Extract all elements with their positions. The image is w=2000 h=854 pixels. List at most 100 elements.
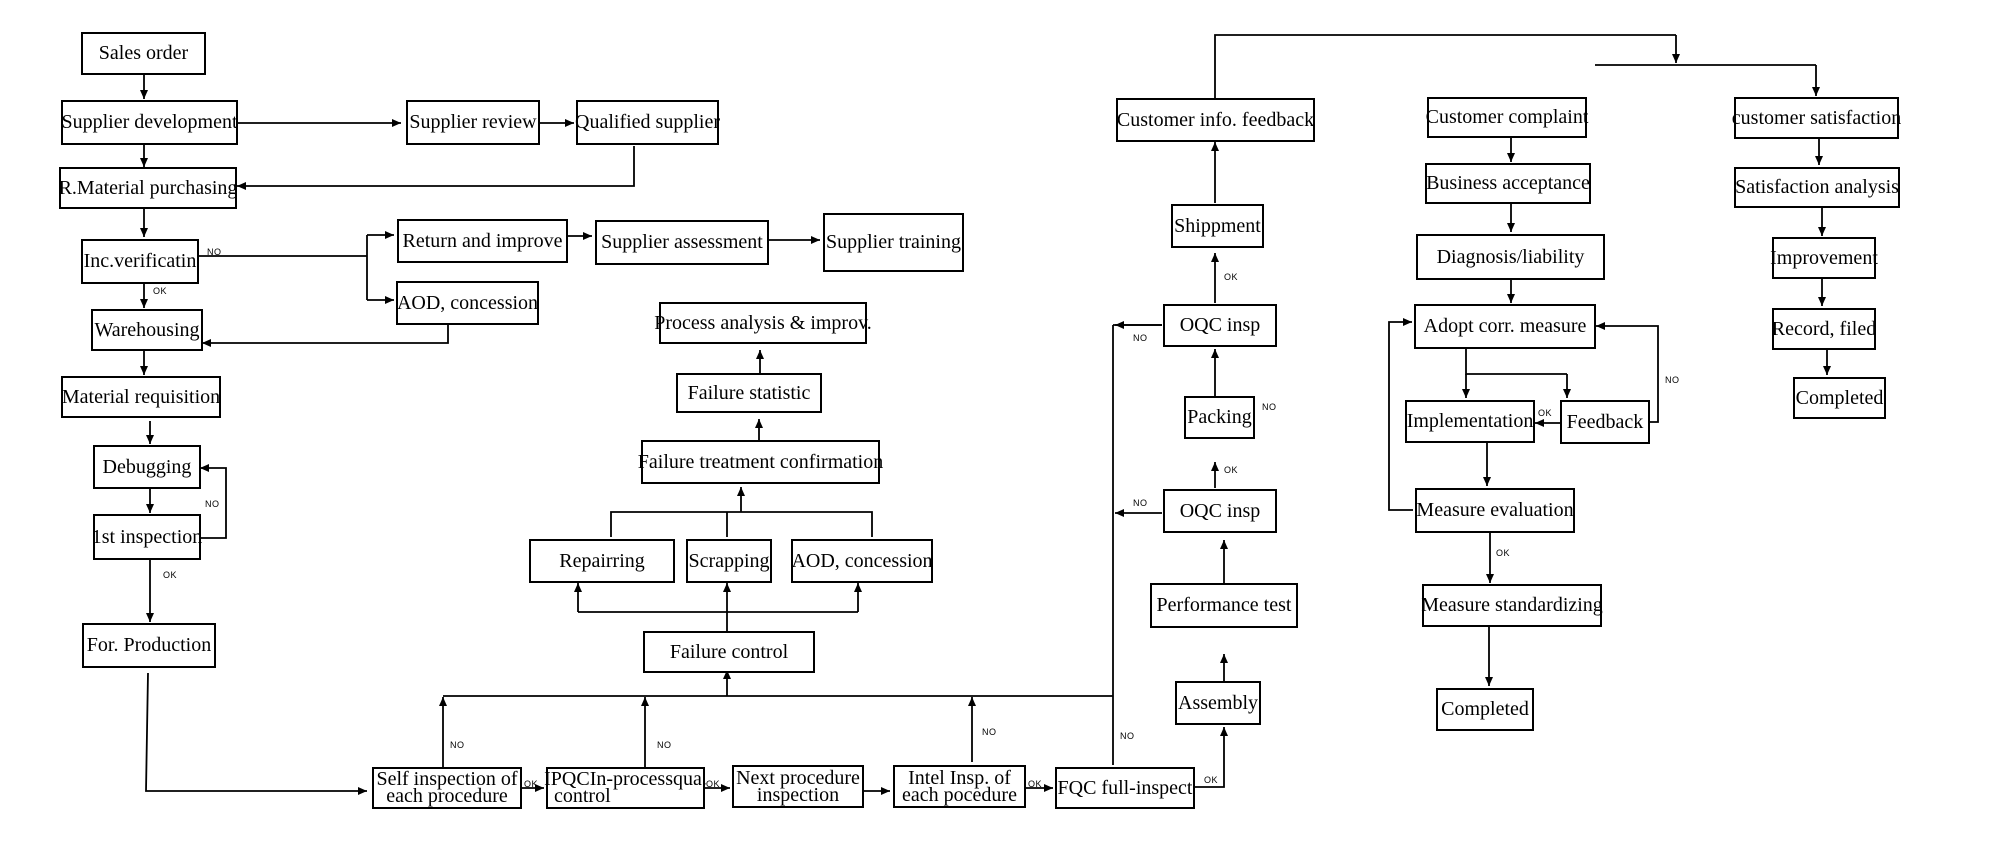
fqc-full-inspect-label: FQC full-inspect (1057, 776, 1193, 799)
ipqc-box: IPQCIn-processqua.control (544, 767, 707, 809)
incoming-verification-box: Inc.verificatin (81, 239, 199, 284)
aod-concession-top-label: AOD, concession (396, 291, 539, 314)
supplier-development-label: Supplier development (61, 111, 238, 133)
diagnosis-liability-box: Diagnosis/liability (1416, 234, 1605, 280)
implementation-label: Implementation (1406, 410, 1534, 432)
supplier-review-label: Supplier review (409, 111, 537, 133)
shipment-label: Shippment (1174, 214, 1261, 237)
aod-concession-top-box: AOD, concession (396, 281, 539, 325)
improvement-label: Improvement (1770, 246, 1878, 269)
material-requisition-label: Material requisition (61, 385, 221, 408)
no-tag: NO (1665, 375, 1680, 385)
ok-tag: OK (1224, 465, 1239, 475)
completed-complaint-label: Completed (1441, 698, 1529, 720)
no-tag: NO (450, 740, 465, 750)
packing-label: Packing (1187, 406, 1252, 428)
ok-tag: OK (163, 570, 178, 580)
implementation-box: Implementation (1405, 400, 1535, 443)
process-analysis-box: Process analysis & improv. (654, 302, 872, 344)
record-filed-label: Record, filed (1771, 317, 1877, 340)
customer-complaint-label: Customer complaint (1425, 106, 1589, 128)
feedback-label: Feedback (1566, 410, 1644, 433)
raw-material-purchasing-box: R.Material purchasing (59, 167, 237, 209)
raw-material-purchasing-label: R.Material purchasing (58, 176, 238, 199)
no-tag: NO (205, 499, 220, 509)
no-tag: NO (982, 727, 997, 737)
supplier-training-box: Supplier training (823, 213, 964, 272)
oqc-insp-upper-box: OQC insp (1163, 304, 1277, 347)
incoming-verification-label: Inc.verificatin (83, 250, 197, 272)
supplier-assessment-box: Supplier assessment (595, 220, 769, 265)
completed-complaint-box: Completed (1436, 688, 1534, 731)
supplier-development-box: Supplier development (61, 100, 238, 145)
process-analysis-label: Process analysis & improv. (654, 311, 872, 334)
return-improve-label: Return and improve (402, 229, 563, 252)
for-production-label: For. Production (86, 634, 212, 656)
aod-concession-mid-box: AOD, concession (791, 539, 933, 583)
performance-test-label: Performance test (1156, 594, 1292, 616)
next-procedure-label-line2: inspection (756, 783, 840, 806)
customer-complaint-box: Customer complaint (1425, 97, 1589, 138)
customer-feedback-label: Customer info. feedback (1116, 108, 1315, 131)
adopt-measure-label: Adopt corr. measure (1423, 315, 1587, 337)
debugging-box: Debugging (93, 445, 201, 489)
no-tag: NO (1120, 731, 1135, 741)
customer-feedback-box: Customer info. feedback (1116, 98, 1315, 142)
supplier-assessment-label: Supplier assessment (601, 231, 763, 253)
failure-statistic-label: Failure statistic (687, 381, 811, 404)
business-acceptance-label: Business acceptance (1426, 172, 1590, 194)
supplier-review-box: Supplier review (406, 100, 540, 145)
aod-concession-mid-label: AOD, concession (791, 549, 933, 572)
debugging-label: Debugging (102, 455, 192, 478)
no-tag: NO (207, 247, 222, 257)
ok-tag: OK (1204, 775, 1219, 785)
failure-treatment-label: Failure treatment confirmation (637, 450, 884, 473)
customer-satisfaction-label: customer satisfaction (1731, 106, 1902, 129)
feedback-box: Feedback (1560, 400, 1650, 444)
completed-satisfaction-box: Completed (1793, 377, 1886, 419)
qualified-supplier-label: Qualified supplier (575, 111, 720, 133)
ok-tag: OK (1028, 779, 1043, 789)
adopt-measure-box: Adopt corr. measure (1414, 304, 1596, 349)
first-inspection-label: 1st inspection (91, 525, 203, 548)
sales-order-box: Sales order (81, 32, 206, 75)
business-acceptance-box: Business acceptance (1425, 163, 1591, 204)
next-procedure-label-line1: Next procedure (736, 766, 860, 789)
for-production-box: For. Production (82, 623, 216, 668)
scrapping-box: Scrapping (686, 539, 772, 583)
ipqc-label-line2: control (554, 785, 611, 807)
fqc-full-inspect-box: FQC full-inspect (1055, 767, 1195, 809)
intel-inspection-label-line1: Intel Insp. of (908, 766, 1011, 789)
ipqc-label-line1: IPQCIn-processqua. (544, 768, 707, 790)
no-tag: NO (1133, 498, 1148, 508)
repairing-label: Repairring (559, 549, 645, 572)
assembly-box: Assembly (1175, 681, 1261, 725)
assembly-label: Assembly (1178, 691, 1258, 714)
ok-tag: OK (1224, 272, 1239, 282)
satisfaction-analysis-box: Satisfaction analysis (1734, 167, 1900, 208)
measure-standardizing-label: Measure standardizing (1421, 594, 1603, 616)
ok-tag: OK (1538, 408, 1553, 418)
measure-evaluation-label: Measure evaluation (1416, 499, 1574, 521)
completed-satisfaction-label: Completed (1795, 386, 1884, 409)
warehousing-box: Warehousing (91, 309, 203, 351)
ok-tag: OK (706, 779, 721, 789)
shipment-box: Shippment (1171, 204, 1264, 248)
performance-test-box: Performance test (1150, 583, 1298, 628)
measure-standardizing-box: Measure standardizing (1421, 584, 1603, 627)
ok-tag: OK (524, 779, 539, 789)
failure-control-label: Failure control (669, 640, 789, 663)
qualified-supplier-box: Qualified supplier (575, 100, 720, 145)
no-tag: NO (1133, 333, 1148, 343)
customer-satisfaction-box: customer satisfaction (1731, 97, 1902, 139)
satisfaction-analysis-label: Satisfaction analysis (1735, 176, 1899, 198)
oqc-insp-upper-label: OQC insp (1179, 314, 1261, 336)
failure-control-box: Failure control (643, 631, 815, 673)
return-improve-box: Return and improve (397, 219, 568, 263)
intel-inspection-label-line2: each pocedure (902, 783, 1017, 806)
